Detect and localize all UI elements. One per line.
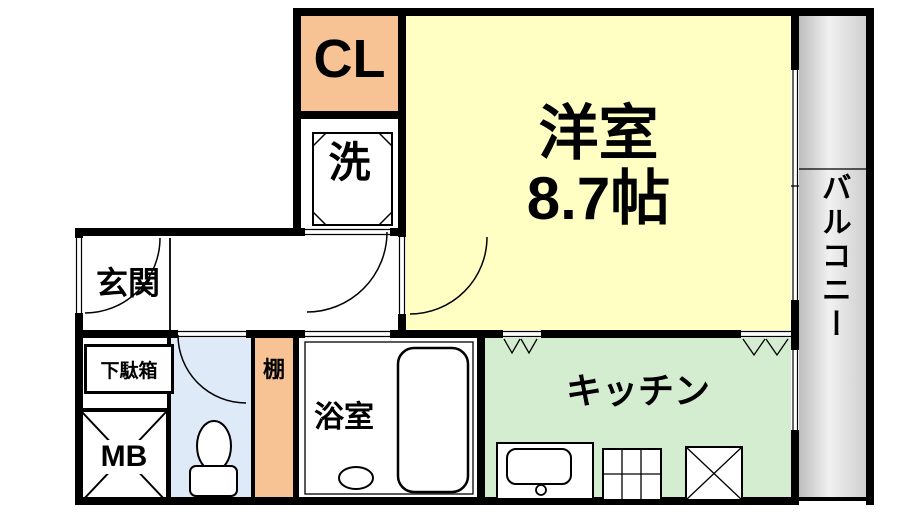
wall	[293, 8, 874, 16]
western-room-size: 8.7帖	[526, 164, 671, 232]
wall	[791, 300, 799, 350]
closet-label: CL	[313, 29, 386, 89]
wall	[246, 330, 305, 338]
western-balcony-window	[791, 70, 799, 300]
room-closet	[301, 16, 398, 111]
western-room-name: 洋室	[538, 100, 659, 167]
wall	[251, 338, 255, 497]
western-room-label: 洋室 8.7帖	[406, 100, 791, 232]
room-shelf	[255, 338, 293, 497]
laundry-label: 洗	[328, 139, 371, 186]
wall	[477, 338, 485, 497]
wall	[791, 430, 799, 505]
wall	[791, 8, 799, 70]
wall	[390, 330, 503, 338]
balcony-label: バルコニー	[816, 171, 850, 342]
wall	[398, 314, 406, 336]
room-toilet	[171, 338, 251, 497]
wall	[541, 330, 741, 338]
shelf-label: 棚	[262, 357, 285, 382]
wall	[83, 330, 178, 338]
shoe-cabinet-box: 下駄箱	[84, 344, 174, 394]
kitchen-label: キッチン	[565, 370, 710, 411]
balcony-outer-wall	[866, 8, 874, 505]
meter-box-label: MB	[96, 439, 152, 474]
entrance-label: 玄関	[95, 265, 160, 301]
wall	[293, 338, 299, 497]
wall	[75, 228, 83, 238]
wall	[75, 497, 799, 505]
wall	[75, 228, 301, 236]
kitchen-balcony-window	[792, 350, 799, 430]
shoe-cabinet-label: 下駄箱	[100, 360, 158, 382]
meter-box: MB	[78, 408, 170, 505]
bathroom-label: 浴室	[314, 401, 374, 434]
room-balcony	[799, 16, 866, 497]
wall	[293, 8, 301, 236]
wall	[301, 111, 398, 119]
wall	[398, 8, 406, 237]
balcony-bottom-line	[799, 497, 866, 501]
room-kitchen	[485, 338, 791, 497]
